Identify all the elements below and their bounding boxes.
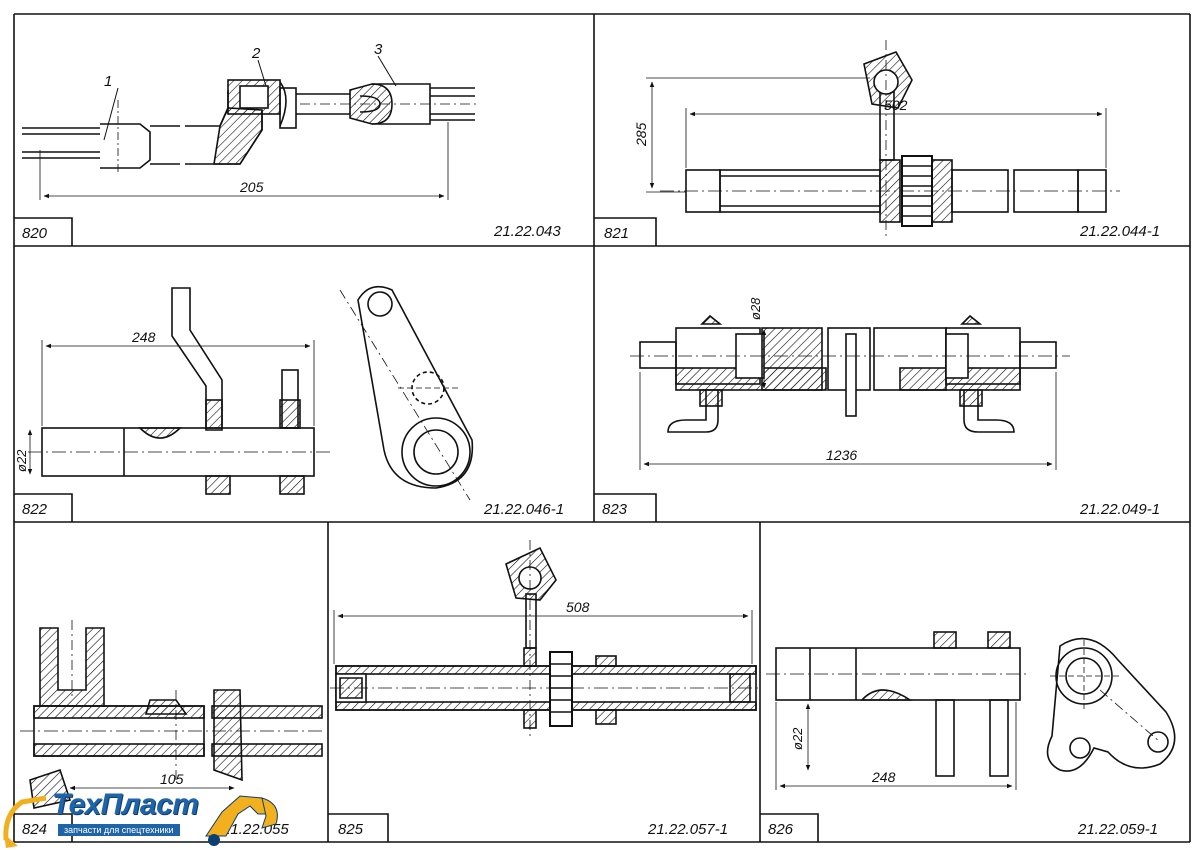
dim-821-height: 285 — [633, 122, 649, 147]
part-824-drawing — [20, 620, 326, 809]
excavator-icon — [3, 795, 278, 848]
panel-826-code: 21.22.059-1 — [1077, 821, 1158, 838]
panel-821-number: 821 — [604, 225, 629, 242]
logo-tagline: запчасти для спецтехники — [58, 824, 180, 836]
dim-825-length: 508 — [566, 599, 590, 615]
dim-826-length: 248 — [871, 769, 896, 785]
panel-825-code: 21.22.057-1 — [647, 821, 728, 838]
dim-823-diameter: ø28 — [748, 297, 763, 320]
logo-title: ТехПласт — [52, 788, 199, 821]
panel-822-number: 822 — [22, 501, 48, 518]
techplast-logo: ТехПласт запчасти для спецтехники — [0, 784, 290, 850]
part-822-drawing — [27, 285, 474, 501]
panel-824-number: 824 — [22, 821, 47, 838]
panel-822-code: 21.22.046-1 — [483, 501, 564, 518]
part-825-drawing — [330, 540, 760, 740]
panel-823-number: 823 — [602, 501, 628, 518]
dim-824-length: 105 — [160, 771, 184, 787]
part-820-drawing — [22, 55, 480, 200]
part-826-drawing — [766, 631, 1176, 790]
part-821-drawing — [646, 40, 1120, 240]
dim-822-diameter: ø22 — [14, 449, 29, 472]
dim-826-diameter: ø22 — [790, 727, 805, 750]
panel-821-code: 21.22.044-1 — [1079, 223, 1160, 240]
panel-826-number: 826 — [768, 821, 794, 838]
dim-821-length: 502 — [884, 97, 908, 113]
panel-825-number: 825 — [338, 821, 364, 838]
dim-820-length: 205 — [239, 179, 264, 195]
panel-823-code: 21.22.049-1 — [1079, 501, 1160, 518]
callout-1: 1 — [104, 73, 112, 90]
panel-820-number: 820 — [22, 225, 48, 242]
panel-820-code: 21.22.043 — [493, 223, 561, 240]
callout-2: 2 — [251, 45, 261, 62]
dim-822-length: 248 — [131, 329, 156, 345]
dim-823-length: 1236 — [826, 447, 857, 463]
callout-3: 3 — [374, 41, 383, 58]
part-823-drawing — [630, 314, 1070, 470]
